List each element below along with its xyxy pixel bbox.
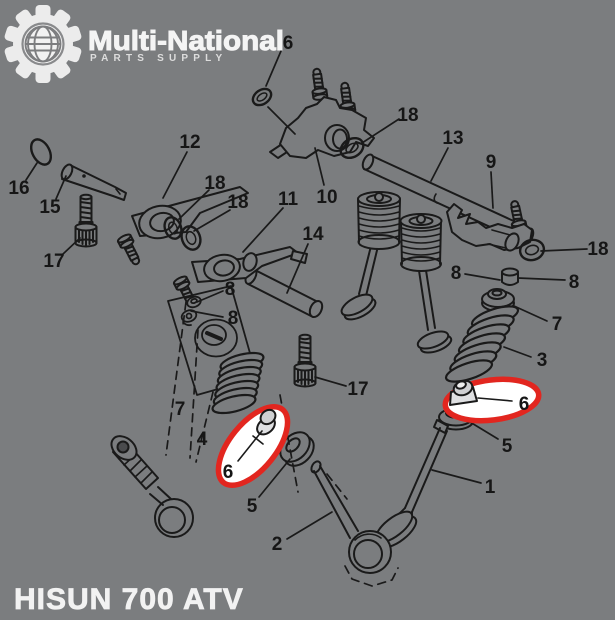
part-label-5-right: 5 — [502, 436, 513, 457]
logo-subtitle: PARTS SUPPLY — [90, 53, 227, 64]
part-label-17-right: 17 — [347, 379, 368, 400]
mount-bracket — [167, 285, 258, 396]
logo-title: Multi-National — [88, 25, 284, 56]
part-label-18-a: 18 — [204, 173, 225, 194]
caption: HISUN 700 ATV — [14, 583, 244, 616]
valve-1 — [374, 419, 449, 549]
o-ring-18-left-b — [180, 225, 202, 251]
spring-retainer-7 — [481, 288, 515, 312]
o-ring-top — [251, 87, 273, 107]
valve-spring-assembly-center-right — [399, 213, 453, 354]
part-label-11: 11 — [278, 189, 299, 210]
rocker-arm-11 — [171, 246, 308, 311]
part-label-4: 4 — [197, 429, 208, 450]
valve-assembly-bottom-left — [110, 435, 194, 538]
rocker-shaft-15 — [60, 163, 127, 201]
leader-lines — [25, 50, 588, 540]
part-label-3: 3 — [537, 350, 548, 371]
valve-stem-seal-6-right — [449, 379, 513, 406]
part-label-8-c: 8 — [451, 263, 462, 284]
part-label-16: 16 — [8, 178, 29, 199]
part-label-10: 10 — [316, 187, 337, 208]
part-label-14: 14 — [302, 224, 324, 245]
o-ring-16 — [29, 138, 53, 166]
part-label-7-left: 7 — [175, 399, 186, 420]
part-label-15: 15 — [39, 197, 61, 218]
part-label-5-left: 5 — [247, 496, 258, 517]
part-label-8-a: 8 — [225, 279, 236, 300]
part-label-18-c: 18 — [397, 105, 418, 126]
valve-stem-seal-6-left — [237, 408, 277, 462]
part-label-7-right: 7 — [552, 314, 563, 335]
valve-spring-3 — [444, 305, 520, 383]
diagram-linework — [25, 50, 588, 587]
part-label-8-d: 8 — [569, 272, 580, 293]
gear-globe-icon — [4, 5, 82, 83]
part-label-6-left: 6 — [223, 462, 234, 483]
part-label-17-left: 17 — [43, 251, 64, 272]
highlight-ellipses — [215, 376, 542, 489]
part-label-1: 1 — [485, 477, 496, 498]
valve-spring-assembly-center-left — [340, 191, 401, 321]
part-label-13: 13 — [442, 128, 463, 149]
bushing-8 — [501, 267, 519, 286]
part-label-18-b: 18 — [227, 192, 248, 213]
callout-labels: 6 16 15 17 12 18 18 11 10 14 18 13 9 18 … — [8, 33, 608, 555]
logo: Multi-National PARTS SUPPLY — [4, 5, 285, 83]
part-label-9: 9 — [486, 152, 497, 173]
valve-spring-4 — [211, 351, 265, 415]
part-label-6-right: 6 — [519, 394, 530, 415]
o-ring-18-left-a — [163, 216, 183, 240]
part-label-8-b: 8 — [228, 308, 239, 329]
part-label-2: 2 — [272, 534, 283, 555]
o-ring-18-right — [518, 238, 546, 262]
part-label-12: 12 — [179, 132, 200, 153]
valve-2 — [310, 460, 392, 574]
part-label-6-top: 6 — [283, 33, 294, 54]
rocker-arm-9 — [446, 198, 533, 252]
part-label-18-d: 18 — [587, 239, 608, 260]
